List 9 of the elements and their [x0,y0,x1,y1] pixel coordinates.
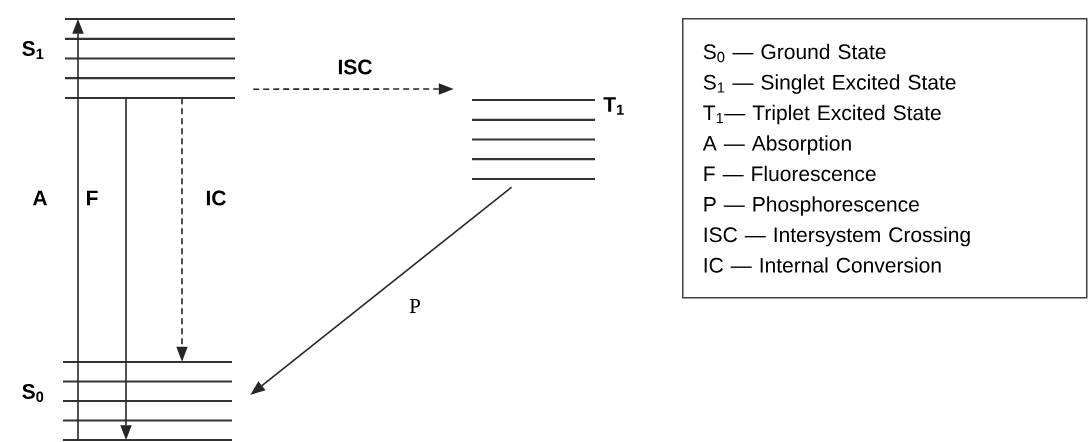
energy-level-drawing: S$_{1}$ [22,17,235,100]
energy-level-drawing: T$_{1}$ [472,97,624,181]
edge-label: ISC [338,59,372,75]
edge-label: A [32,190,48,206]
edge-label: F [87,190,98,206]
legend-box: S$_{0}$ — Ground State S$_{1}$ — Singlet Excited State T$_{1}$— Triplet Excited State A — Absorption F — Fluorescence P — Phosphorescence ISC — Intersystem Crossing IC — Internal Conversion [682,18,1088,299]
edge-label: P [409,299,420,313]
energy-level-drawing: S$_{0}$ [22,360,232,442]
edge-label: IC [206,190,226,206]
